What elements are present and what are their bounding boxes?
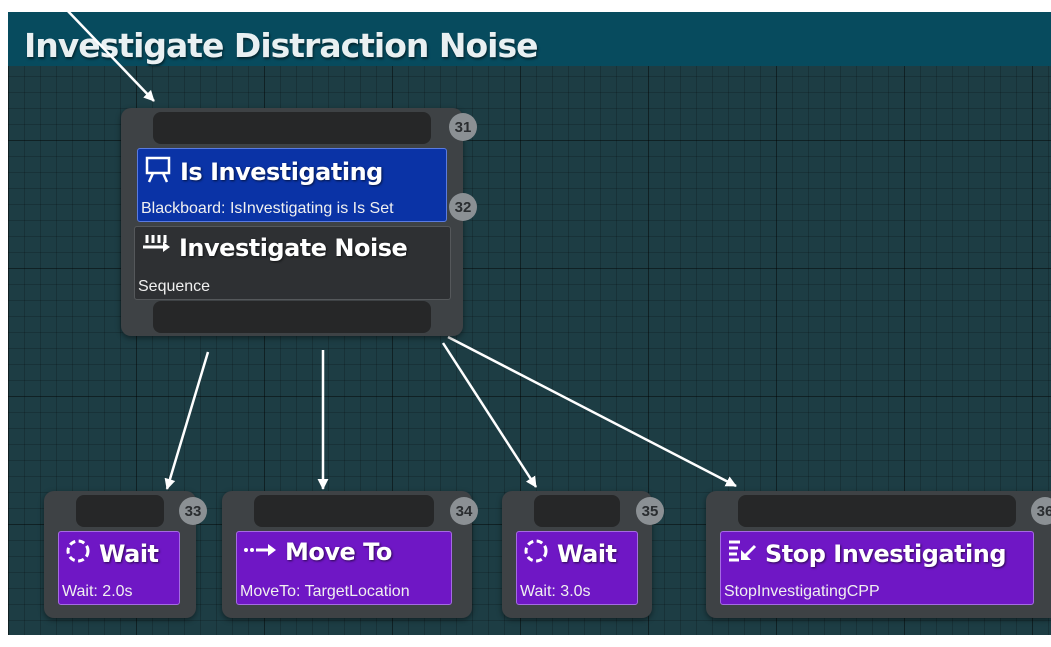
sequence-icon: [141, 233, 171, 263]
output-pin[interactable]: [153, 301, 431, 333]
investigate-noise-sequence[interactable]: Investigate Noise Sequence: [134, 226, 451, 300]
move-to-node[interactable]: Move To MoveTo: TargetLocation: [222, 491, 472, 618]
composite-subtitle: Sequence: [138, 278, 211, 295]
node-index-badge: 34: [450, 497, 478, 525]
node-index-badge: 31: [449, 113, 477, 141]
graph-title: Investigate Distraction Noise: [24, 26, 539, 65]
wire-to-stop-investigating: [447, 335, 737, 488]
wait-node[interactable]: Wait Wait: 2.0s: [44, 491, 196, 618]
input-pin[interactable]: [254, 495, 434, 527]
wire-into-parent: [64, 7, 155, 102]
wait-task[interactable]: Wait Wait: 2.0s: [58, 531, 180, 605]
task-subtitle: MoveTo: TargetLocation: [240, 583, 410, 600]
node-index-badge: 32: [449, 193, 477, 221]
task-subtitle: StopInvestigatingCPP: [724, 583, 880, 600]
task-title: Stop Investigating: [765, 540, 1007, 568]
task-subtitle: Wait: 3.0s: [520, 583, 591, 600]
task-title: Move To: [285, 538, 392, 566]
move-to-task[interactable]: Move To MoveTo: TargetLocation: [236, 531, 452, 605]
task-subtitle: Wait: 2.0s: [62, 583, 133, 600]
input-pin[interactable]: [153, 112, 431, 144]
move-to-icon: [243, 538, 277, 566]
wait-icon: [65, 538, 91, 570]
input-pin[interactable]: [534, 495, 620, 527]
investigate-noise-node[interactable]: Is Investigating Blackboard: IsInvestiga…: [121, 108, 463, 336]
wire-to-wait-1: [164, 351, 210, 490]
decorator-title: Is Investigating: [180, 158, 383, 186]
input-pin[interactable]: [76, 495, 164, 527]
input-pin[interactable]: [738, 495, 1016, 527]
node-index-badge: 35: [636, 497, 664, 525]
wait-task[interactable]: Wait Wait: 3.0s: [516, 531, 638, 605]
blackboard-easel-icon: [144, 155, 172, 189]
task-title: Wait: [99, 540, 159, 568]
wait-node[interactable]: Wait Wait: 3.0s: [502, 491, 652, 618]
stop-investigating-node[interactable]: Stop Investigating StopInvestigatingCPP: [706, 491, 1051, 618]
node-index-badge: 33: [179, 497, 207, 525]
node-index-badge: 36: [1031, 497, 1051, 525]
decorator-subtitle: Blackboard: IsInvestigating is Is Set: [141, 200, 394, 217]
stop-task-icon: [727, 538, 757, 570]
wait-icon: [523, 538, 549, 570]
stop-investigating-task[interactable]: Stop Investigating StopInvestigatingCPP: [720, 531, 1034, 605]
composite-title: Investigate Noise: [179, 234, 408, 262]
graph-title-bar: Investigate Distraction Noise: [8, 12, 1051, 66]
is-investigating-decorator[interactable]: Is Investigating Blackboard: IsInvestiga…: [137, 148, 447, 222]
task-title: Wait: [557, 540, 617, 568]
wire-to-wait-2: [441, 342, 538, 488]
